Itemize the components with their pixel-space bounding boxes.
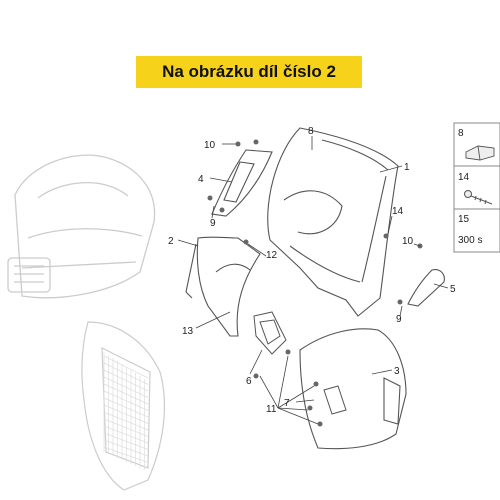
part-2-left-panel [185,236,261,337]
mesh-line [103,446,149,463]
mesh-line [103,397,149,418]
callout-3: 3 [394,366,400,377]
mesh-line [103,369,149,392]
part-1-inner-shield [267,127,399,317]
callout-12: 12 [266,250,278,261]
callout-14: 14 [392,206,404,217]
banner-text: Na obrázku díl číslo 2 [162,62,336,81]
callout-1: 1 [404,162,410,173]
legend-item-8: 8 [453,122,500,167]
callout-13: 13 [182,326,194,337]
mesh-line [103,411,149,431]
fasteners [207,139,423,427]
clip-icon [465,145,495,161]
part-number-banner: Na obrázku díl číslo 2 [136,56,362,88]
mesh-line [103,425,149,444]
callout-8: 8 [308,126,314,137]
legend-item-14: 14 [453,165,500,210]
callout-5: 5 [450,284,456,295]
mesh-line [103,404,149,424]
legend-item-14-number: 14 [458,172,470,183]
callout-9-upper: 9 [210,218,216,229]
callout-10-right: 10 [402,236,414,247]
mesh-line [103,355,149,379]
mesh-line [103,362,149,385]
mesh-line [103,390,149,411]
callout-10-upper: 10 [204,140,216,151]
leader-lines [177,136,449,425]
part-5-trim [407,269,445,307]
part-4-side-panel [211,149,273,217]
legend: 8 14 15 300 s [453,122,500,253]
part-6-bracket [253,311,287,355]
legend-item-15: 15 300 s [453,208,500,253]
callout-2: 2 [168,236,174,247]
callout-6: 6 [246,376,252,387]
mesh-line [103,432,149,450]
part-3-lower-cover [299,328,407,450]
screw-icon [464,190,493,205]
legend-item-8-number: 8 [458,128,464,139]
callout-4: 4 [198,174,204,185]
callout-11: 11 [266,404,277,415]
ghost-front-shield [7,154,156,299]
legend-item-15-number: 15 [458,214,470,225]
part-7-grille [323,385,347,415]
mesh-line [103,383,149,405]
legend-item-15-label: 300 s [458,235,482,246]
mesh-line [103,418,149,437]
callout-9-lower: 9 [396,314,402,325]
callout-7: 7 [284,398,290,409]
mesh-line [103,439,149,457]
mesh-line [103,376,149,398]
ghost-lower-cover-mesh [103,352,149,470]
ghost-lower-cover [81,321,166,491]
